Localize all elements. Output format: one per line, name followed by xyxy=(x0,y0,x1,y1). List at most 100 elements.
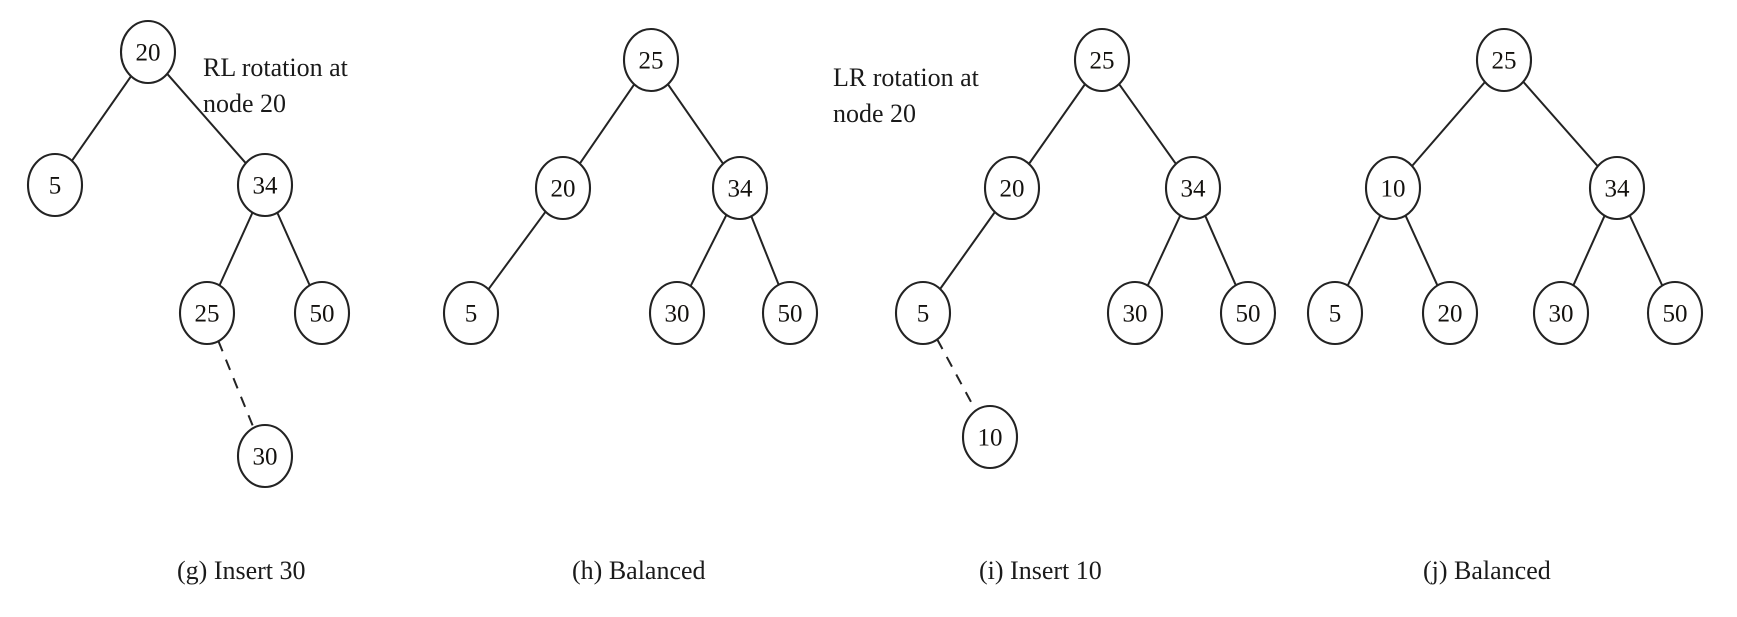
node-circle xyxy=(1646,280,1704,346)
node-circle xyxy=(236,423,294,489)
tree-edge-solid xyxy=(689,213,728,288)
tree-edge-solid xyxy=(1027,83,1087,165)
tree-node[interactable]: 34 xyxy=(1588,155,1646,221)
tree-edge-solid xyxy=(1404,214,1439,287)
tree-edge-solid xyxy=(1204,214,1237,287)
node-value-label: 50 xyxy=(778,301,803,328)
tree-edge-solid xyxy=(578,83,636,165)
node-circle xyxy=(26,152,84,218)
tree-edge-solid xyxy=(1522,80,1599,168)
tree-node[interactable]: 34 xyxy=(1164,155,1222,221)
node-value-label: 50 xyxy=(310,301,335,328)
panel-caption-j: (j) Balanced xyxy=(1423,556,1551,585)
tree-node[interactable]: 10 xyxy=(1364,155,1422,221)
tree-node[interactable]: 20 xyxy=(1421,280,1479,346)
node-circle xyxy=(961,404,1019,470)
tree-node[interactable]: 34 xyxy=(711,155,769,221)
node-circle xyxy=(648,280,706,346)
node-value-label: 34 xyxy=(728,176,754,203)
tree-node[interactable]: 30 xyxy=(648,280,706,346)
tree-panel-i: 25 20 34 5 30 50 10 xyxy=(894,27,1277,470)
tree-node[interactable]: 25 xyxy=(1475,27,1533,93)
rotation-annotation-g: RL rotation at node 20 xyxy=(203,53,348,118)
node-circle xyxy=(1164,155,1222,221)
node-circle xyxy=(1475,27,1533,93)
tree-edge-solid xyxy=(487,210,547,291)
tree-node[interactable]: 50 xyxy=(1219,280,1277,346)
node-circle xyxy=(1306,280,1364,346)
tree-node[interactable]: 20 xyxy=(534,155,592,221)
tree-node[interactable]: 30 xyxy=(1106,280,1164,346)
node-circle xyxy=(1364,155,1422,221)
node-value-label: 20 xyxy=(551,176,576,203)
tree-edge-solid xyxy=(750,215,780,286)
tree-node[interactable]: 20 xyxy=(983,155,1041,221)
node-value-label: 25 xyxy=(639,48,664,75)
tree-node[interactable]: 5 xyxy=(442,280,500,346)
tree-node[interactable]: 50 xyxy=(1646,280,1704,346)
tree-node[interactable]: 5 xyxy=(894,280,952,346)
tree-edge-solid xyxy=(166,72,247,165)
node-value-label: 5 xyxy=(465,301,478,328)
tree-panel-h: 25 20 34 5 30 50 xyxy=(442,27,819,346)
tree-edge-dashed xyxy=(936,338,977,412)
tree-panel-g: 20 5 34 25 50 30 xyxy=(26,19,351,489)
tree-node[interactable]: 50 xyxy=(293,280,351,346)
tree-panel-j: 25 10 34 5 20 30 50 xyxy=(1306,27,1704,346)
panel-caption-i: (i) Insert 10 xyxy=(979,556,1102,585)
tree-edge-solid xyxy=(1346,214,1382,287)
node-value-label: 30 xyxy=(1549,301,1574,328)
tree-edge-solid xyxy=(939,211,996,290)
node-value-label: 20 xyxy=(1438,301,1463,328)
node-circle xyxy=(1073,27,1131,93)
node-value-label: 30 xyxy=(665,301,690,328)
tree-edge-solid xyxy=(276,211,311,287)
node-value-label: 25 xyxy=(1090,48,1115,75)
node-circle xyxy=(236,152,294,218)
tree-node[interactable]: 25 xyxy=(178,280,236,346)
tree-node[interactable]: 20 xyxy=(119,19,177,85)
node-value-label: 34 xyxy=(1605,176,1631,203)
node-circle xyxy=(1588,155,1646,221)
node-circle xyxy=(1106,280,1164,346)
node-circle xyxy=(983,155,1041,221)
node-circle xyxy=(711,155,769,221)
tree-node[interactable]: 30 xyxy=(236,423,294,489)
rotation-annotation-i: LR rotation at node 20 xyxy=(833,63,979,128)
tree-edge-solid xyxy=(666,83,725,165)
node-value-label: 5 xyxy=(1329,301,1342,328)
tree-node[interactable]: 5 xyxy=(1306,280,1364,346)
node-value-label: 30 xyxy=(1123,301,1148,328)
node-value-label: 34 xyxy=(1181,176,1207,203)
node-value-label: 50 xyxy=(1663,301,1688,328)
tree-edge-dashed xyxy=(217,340,255,429)
node-value-label: 25 xyxy=(195,301,220,328)
node-value-label: 50 xyxy=(1236,301,1261,328)
panel-caption-g: (g) Insert 30 xyxy=(177,556,306,585)
node-value-label: 25 xyxy=(1492,48,1517,75)
node-circle xyxy=(894,280,952,346)
tree-node[interactable]: 5 xyxy=(26,152,84,218)
node-circle xyxy=(293,280,351,346)
node-value-label: 34 xyxy=(253,173,279,200)
tree-edge-solid xyxy=(218,211,254,287)
node-value-label: 20 xyxy=(136,40,161,67)
tree-node[interactable]: 10 xyxy=(961,404,1019,470)
node-circle xyxy=(1219,280,1277,346)
tree-node[interactable]: 25 xyxy=(622,27,680,93)
tree-node[interactable]: 25 xyxy=(1073,27,1131,93)
tree-node[interactable]: 34 xyxy=(236,152,294,218)
node-value-label: 20 xyxy=(1000,176,1025,203)
node-value-label: 10 xyxy=(1381,176,1406,203)
tree-node[interactable]: 50 xyxy=(761,280,819,346)
node-circle xyxy=(534,155,592,221)
tree-node[interactable]: 30 xyxy=(1532,280,1590,346)
node-circle xyxy=(119,19,177,85)
node-circle xyxy=(1532,280,1590,346)
node-circle xyxy=(761,280,819,346)
tree-edge-solid xyxy=(1628,214,1664,287)
node-circle xyxy=(442,280,500,346)
node-value-label: 5 xyxy=(49,173,62,200)
panel-caption-h: (h) Balanced xyxy=(572,556,706,585)
